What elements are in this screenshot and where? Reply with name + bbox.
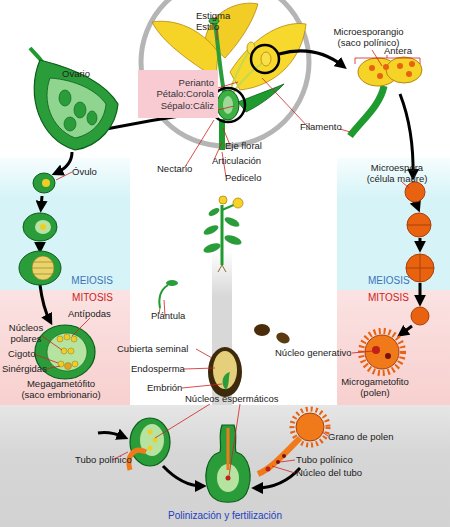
arrows-part [279, 51, 343, 66]
part-label: Embrión [147, 383, 182, 394]
part-label: Núcleos polares [4, 323, 48, 344]
magnified-ovary-part [30, 48, 42, 62]
magnified-flower-part [229, 50, 250, 94]
node-text: Sépalo:Cáliz [161, 100, 214, 112]
seedling [159, 280, 178, 314]
part-label: Tubo polínico [75, 455, 132, 466]
part-label: Cubierta seminal [117, 344, 188, 355]
seeds [208, 324, 291, 397]
magnified-anther-part [350, 86, 384, 136]
magnified-flower-part [261, 52, 271, 66]
leader-lines-part [218, 82, 238, 88]
leader-lines-part [355, 55, 420, 64]
magnified-anther-part [377, 73, 383, 79]
part-label: Endosperma [131, 364, 185, 375]
part-label: Microgametofito (polen) [330, 377, 420, 398]
seeds-part [254, 324, 270, 336]
plant-part [207, 206, 220, 217]
part-label: Nectario [157, 164, 192, 175]
part-label: Microesporangio (saco polínico) [326, 27, 411, 48]
magnified-ovary-part [47, 78, 106, 138]
magnified-ovary-part [64, 117, 76, 131]
part-label: Sinérgidas [2, 364, 47, 375]
part-label: Antera [384, 46, 412, 57]
seedling-part [159, 285, 168, 308]
node-text: MITOSIS [368, 292, 409, 304]
part-label: Eje floral [225, 141, 262, 152]
plant-part [221, 205, 224, 265]
magnified-anther-part [397, 63, 403, 69]
plant-part [222, 204, 236, 210]
part-label: Plántula [151, 311, 185, 322]
seeds-part [275, 331, 292, 346]
part-label: Cigoto [8, 349, 35, 360]
plant-part [202, 223, 219, 236]
magnified-flower-part [247, 42, 255, 54]
stem-bar [212, 250, 232, 405]
leader-lines-part [184, 368, 215, 369]
part-label: Grano de polen [328, 432, 394, 443]
magnified-flower-part [230, 23, 306, 90]
leader-lines-part [182, 384, 222, 388]
meiosis-band: MEIOSIS [0, 158, 130, 290]
leader-lines-part [185, 120, 214, 167]
magnified-flower-part [217, 90, 239, 120]
magnified-ovary-part [59, 90, 71, 106]
node-text: MITOSIS [72, 292, 113, 304]
plant-part [219, 196, 227, 204]
node-text: MEIOSIS [71, 275, 113, 287]
part-label: Filamento [300, 122, 342, 133]
part-label: Núcleo del tubo [296, 468, 362, 479]
node-text: Polinización y fertilización [168, 510, 282, 522]
magnified-flower-part [231, 62, 264, 96]
part-label: Pedicelo [225, 173, 261, 184]
perianth-box: PeriantoPétalo:CorolaSépalo:Cáliz [138, 70, 218, 118]
node-text: MEIOSIS [368, 275, 410, 287]
plant [202, 196, 243, 272]
node-text: Pétalo:Corola [156, 88, 214, 100]
seeds-part [213, 351, 237, 389]
seeds-part [223, 372, 230, 390]
magnified-anther-part [406, 71, 412, 77]
plant-part [223, 233, 243, 247]
magnified-anther-part [386, 57, 422, 83]
magnified-anther-part [369, 65, 375, 71]
leader-lines-part [218, 106, 234, 110]
plant-part [218, 265, 226, 272]
plant-part [202, 241, 222, 255]
part-label: Tubo polínico [296, 455, 353, 466]
part-label: Megagametófito (saco embrionario) [18, 379, 104, 400]
part-label: Articulación [212, 156, 261, 167]
magnified-ovary-part [87, 111, 97, 125]
magnified-anther [350, 57, 422, 136]
part-label: Estigma [196, 11, 230, 22]
magnified-flower-part [238, 84, 284, 112]
part-label: Núcleo generativo [275, 348, 352, 359]
magnified-flower-part [251, 45, 279, 73]
magnified-flower-part [223, 96, 233, 114]
part-label: Ovario [62, 69, 90, 80]
part-label: Microespora (célula madre) [359, 163, 435, 184]
magnified-anther-part [409, 61, 415, 67]
plant-part [233, 198, 243, 208]
seeds-part [208, 347, 242, 397]
part-label: Núcleos espermáticos [185, 394, 278, 405]
part-label: Óvulo [72, 167, 97, 178]
node-text: Perianto [179, 77, 214, 89]
pollination-band: Polinización y fertilización [0, 405, 450, 527]
leader-lines-part [372, 50, 382, 66]
magnified-flower-part [219, 119, 225, 150]
magnified-ovary-part [74, 102, 86, 118]
magnified-ovary [30, 48, 118, 150]
magnified-anther-part [358, 58, 398, 86]
magnified-anther-part [383, 64, 389, 70]
leader-lines-part [196, 349, 212, 358]
part-label: Estilo [196, 22, 219, 33]
seedling-part [166, 280, 178, 286]
plant-part [223, 215, 240, 228]
part-label: Antípodas [68, 309, 111, 320]
mitosis-band: MITOSIS [337, 290, 450, 405]
magnified-ovary-part [34, 60, 118, 150]
